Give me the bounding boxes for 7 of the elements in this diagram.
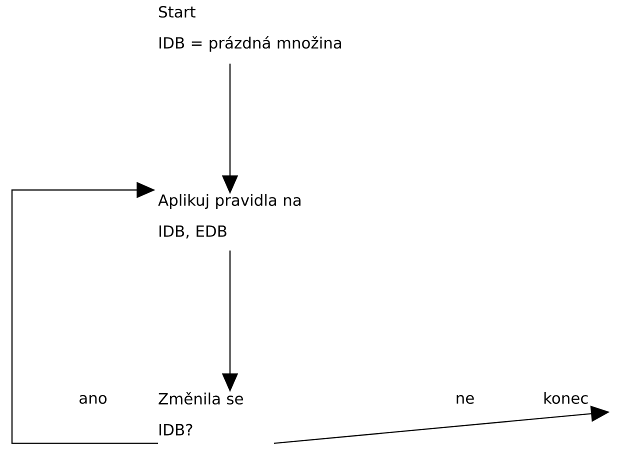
step-text: Start IDB = prázdná množina — [159, 6, 342, 52]
edge-label: ano — [80, 395, 107, 404]
arrow — [11, 182, 158, 444]
step-text: konec — [544, 392, 588, 404]
step-text: Změnila se IDB? — [158, 392, 243, 436]
step-text: Aplikuj pravidla na IDB, EDB — [158, 194, 300, 239]
edge-label: ne — [456, 395, 474, 404]
